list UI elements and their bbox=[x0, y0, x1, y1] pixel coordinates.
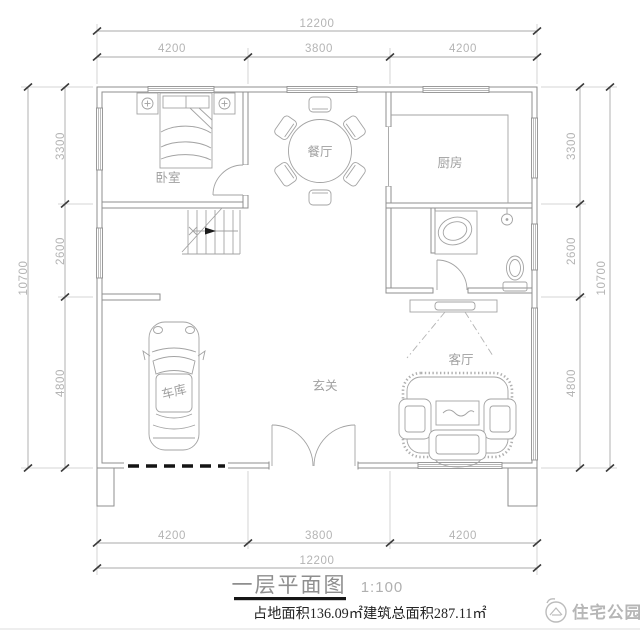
dining-chair bbox=[343, 115, 366, 140]
interior-walls bbox=[101, 91, 533, 301]
room-label-bedroom: 卧室 bbox=[155, 170, 180, 185]
car bbox=[142, 321, 206, 451]
title-block: 一层平面图 1:100 占地面积136.09㎡建筑总面积287.11㎡ bbox=[232, 574, 487, 622]
room-labels: 卧室 餐厅 厨房 车库 玄关 客厅 bbox=[155, 144, 473, 402]
stairs bbox=[181, 207, 241, 255]
window-bedroom-top bbox=[147, 86, 215, 93]
dim-top-seg1: 4200 bbox=[158, 43, 186, 55]
window-dining-top bbox=[286, 86, 358, 93]
dim-left-seg2: 2600 bbox=[55, 237, 67, 265]
dim-bottom-seg3: 4200 bbox=[449, 530, 477, 542]
window-kitchen-right bbox=[531, 117, 538, 179]
loveseat bbox=[428, 429, 487, 468]
dining-chair bbox=[274, 115, 297, 140]
brand-logo-icon bbox=[545, 598, 567, 623]
bedroom-door bbox=[212, 164, 249, 196]
shower-drain bbox=[501, 208, 513, 226]
room-label-dining: 餐厅 bbox=[307, 144, 332, 159]
dim-right-seg3: 4800 bbox=[566, 369, 578, 397]
dimension-labels: 12200 4200 3800 4200 4200 3800 4200 1220… bbox=[18, 18, 608, 567]
dining-chair bbox=[308, 189, 332, 206]
dim-left-total: 10700 bbox=[18, 261, 30, 296]
room-label-living: 客厅 bbox=[448, 352, 473, 367]
plan-title: 一层平面图 bbox=[232, 574, 347, 597]
dim-left-seg3: 4800 bbox=[55, 369, 67, 397]
coffee-table bbox=[435, 400, 480, 426]
doors bbox=[124, 127, 468, 470]
dimension-lines bbox=[23, 26, 615, 573]
nightstand-left bbox=[136, 92, 159, 115]
tv-cabinet bbox=[406, 299, 498, 359]
toilet bbox=[502, 255, 528, 292]
dim-left-seg1: 3300 bbox=[55, 132, 67, 160]
armchair-right bbox=[483, 398, 517, 440]
entry-door bbox=[268, 424, 359, 470]
windows bbox=[96, 86, 538, 469]
window-living-right bbox=[531, 307, 538, 461]
room-label-kitchen: 厨房 bbox=[437, 155, 462, 170]
kitchen-counter bbox=[391, 114, 509, 203]
room-label-foyer: 玄关 bbox=[312, 378, 337, 393]
kitchen-door bbox=[385, 127, 392, 186]
brand-name: 住宅公园 bbox=[572, 602, 640, 622]
area-summary: 占地面积136.09㎡建筑总面积287.11㎡ bbox=[253, 606, 487, 622]
dim-bottom-seg1: 4200 bbox=[158, 530, 186, 542]
window-stair-left bbox=[96, 227, 103, 279]
dim-bottom-total: 12200 bbox=[300, 555, 335, 567]
dim-bottom-seg2: 3800 bbox=[305, 530, 333, 542]
armchair-left bbox=[398, 398, 432, 440]
window-bathroom-right bbox=[531, 223, 538, 271]
window-bedroom-left bbox=[96, 107, 103, 171]
dim-right-seg2: 2600 bbox=[566, 237, 578, 265]
dim-top-seg2: 3800 bbox=[305, 43, 333, 55]
bathroom-sink bbox=[434, 210, 478, 255]
dim-top-total: 12200 bbox=[300, 18, 335, 30]
dining-chair bbox=[343, 162, 366, 187]
dining-table bbox=[274, 96, 366, 206]
sofa-set bbox=[398, 371, 517, 468]
window-kitchen-top bbox=[422, 86, 490, 93]
bathroom-door bbox=[436, 259, 468, 291]
dim-top-seg3: 4200 bbox=[449, 43, 477, 55]
window-living-bottom bbox=[417, 462, 503, 469]
plan-scale: 1:100 bbox=[361, 579, 404, 596]
dim-right-total: 10700 bbox=[596, 261, 608, 296]
brand-watermark: 住宅公园 bbox=[545, 598, 640, 623]
porch-steps bbox=[96, 468, 538, 507]
garage-door bbox=[124, 461, 228, 470]
room-label-garage: 车库 bbox=[160, 381, 188, 402]
bed bbox=[159, 92, 213, 169]
dining-chair bbox=[308, 96, 332, 113]
nightstand-right bbox=[213, 92, 236, 115]
dining-chair bbox=[274, 162, 297, 187]
stair-arrow bbox=[205, 227, 216, 235]
dim-right-seg1: 3300 bbox=[566, 132, 578, 160]
title-underline bbox=[234, 597, 346, 601]
